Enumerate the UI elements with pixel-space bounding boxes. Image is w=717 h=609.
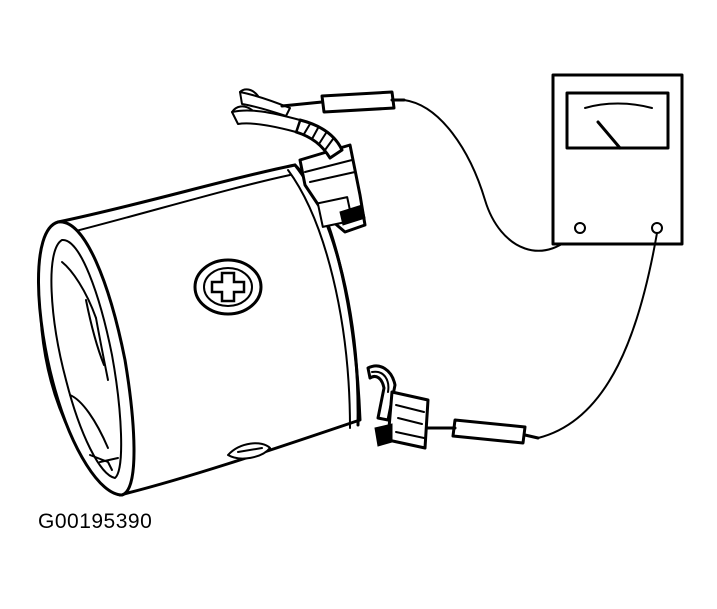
upper-probe-icon <box>280 90 406 114</box>
upper-lead-wire <box>403 99 581 252</box>
lower-lead-wire <box>537 232 658 439</box>
lower-connector <box>366 364 430 450</box>
phillips-screw-icon <box>193 258 263 316</box>
analog-meter-icon <box>551 73 684 246</box>
upper-connector <box>231 88 367 234</box>
lower-probe-icon <box>408 418 540 445</box>
figure-id-label: G00195390 <box>38 510 153 533</box>
motor-housing <box>37 163 362 497</box>
